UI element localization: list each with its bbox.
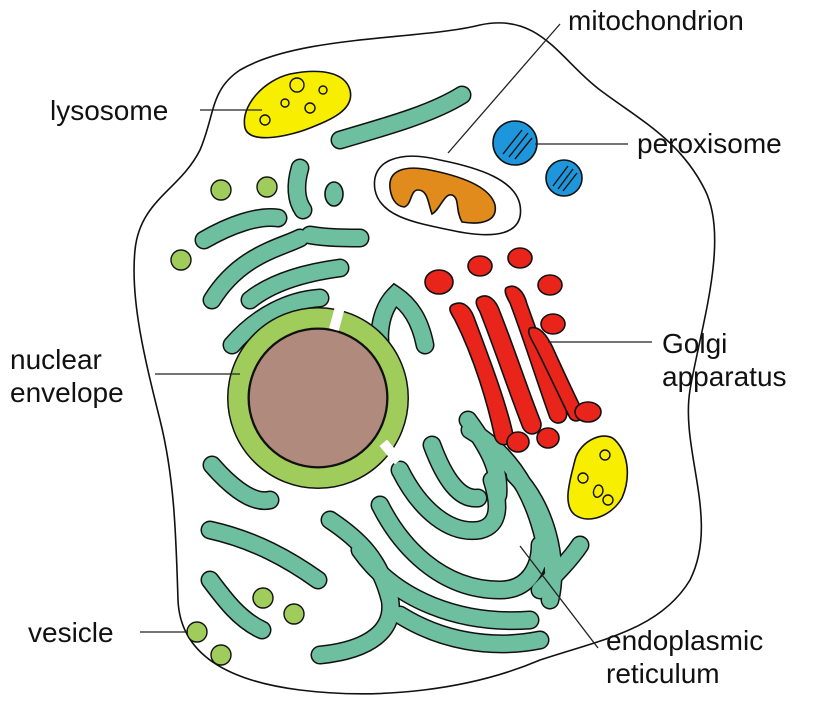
label-endoplasmic-reticulum: endoplasmic reticulum [606,624,763,690]
label-er-line-2: reticulum [606,657,763,690]
label-lysosome: lysosome [50,94,168,127]
label-nuclear-envelope-line-1: nuclear [10,343,124,376]
nucleus [238,305,403,478]
label-er-line-1: endoplasmic [606,624,763,657]
label-nuclear-envelope-line-2: envelope [10,376,124,409]
label-peroxisome: peroxisome [637,127,782,160]
label-golgi-line-1: Golgi [662,327,787,360]
label-mitochondrion: mitochondrion [568,4,744,37]
label-nuclear-envelope: nuclear envelope [10,343,124,409]
label-vesicle: vesicle [28,616,114,649]
label-golgi-line-2: apparatus [662,360,787,393]
label-golgi-apparatus: Golgi apparatus [662,327,787,393]
